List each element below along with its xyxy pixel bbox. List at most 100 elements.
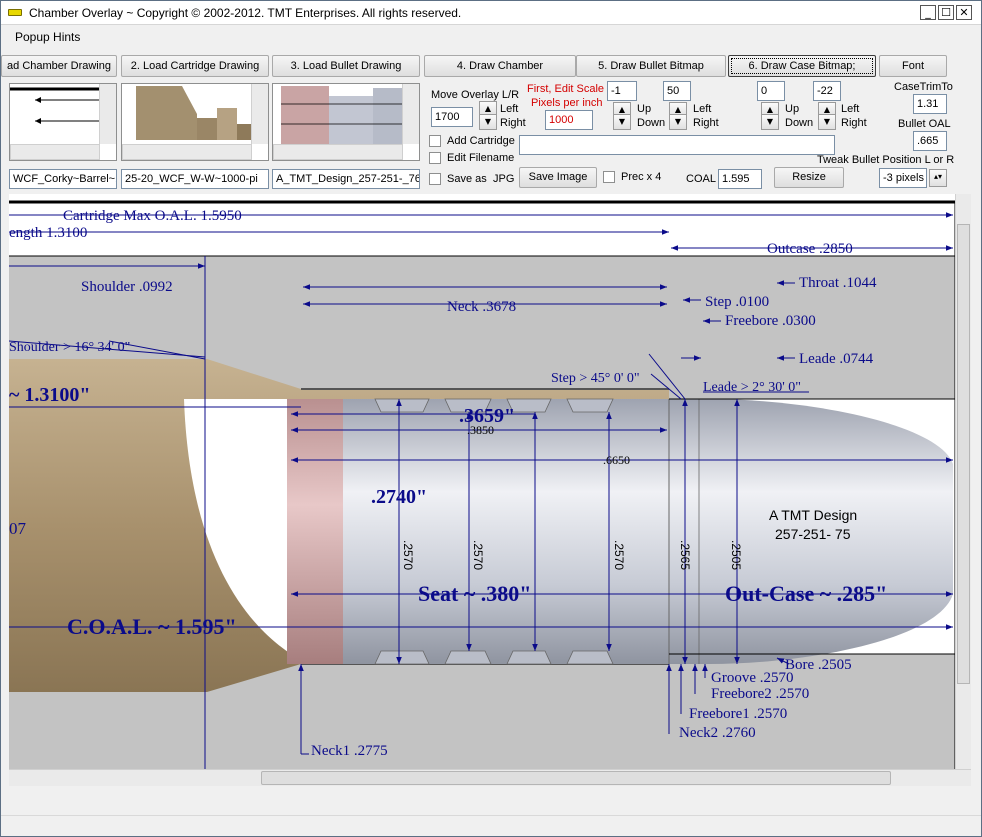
diam-2505: .2505 [729,540,743,570]
minimize-button[interactable]: _ [920,5,936,20]
bullet-oal-label: Bullet OAL [898,118,951,130]
move-right-label: Right [500,117,526,129]
bullet-thumbnail[interactable] [272,83,420,161]
diam-2570-a: .2570 [401,540,415,570]
offset-field-a[interactable]: -1 [607,81,637,101]
window-title: Chamber Overlay ~ Copyright © 2002-2012.… [29,6,462,20]
diam-2570-b: .2570 [471,540,485,570]
cartridge-preview-image [122,84,268,160]
bullet-grease-grooves [374,398,614,665]
scale-input[interactable]: 1000 [545,110,593,130]
case-down-label: Down [785,117,814,129]
dim-6650-label: .6650 [603,453,630,467]
save-as-label: Save as [447,173,487,185]
overlay-drawing: Cartridge Max O.A.L. 1.5950 ength 1.3100… [9,194,971,769]
diam-2570-c: .2570 [612,540,626,570]
tweak-spin-icon[interactable]: ▴▾ [929,169,947,187]
menu-popup-hints[interactable]: Popup Hints [15,30,81,44]
canvas-hscroll[interactable] [9,769,971,786]
case-length-label: ~ 1.3100" [9,384,91,406]
offset-field-c[interactable]: 0 [757,81,785,101]
edit-filename-checkbox[interactable] [429,152,441,164]
shoulder-label: Shoulder .0992 [81,279,173,295]
drawing-canvas[interactable]: Cartridge Max O.A.L. 1.5950 ength 1.3100… [9,194,971,769]
offset-field-b[interactable]: 50 [663,81,691,101]
up-label: Up [637,103,652,115]
case-left-label: Left [841,103,860,115]
left-cut-label: 07 [9,519,27,538]
groove-label: Groove .2570 [711,670,794,686]
leade-label: Leade .0744 [799,351,874,367]
throat-label: Throat .1044 [799,275,877,291]
canvas-hscroll-thumb[interactable] [261,771,891,785]
coal-label: COAL [686,173,716,185]
save-image-button[interactable]: Save Image [519,167,597,188]
add-cartridge-label: Add Cartridge [447,135,515,147]
freebore2-label: Freebore2 .2570 [711,686,809,702]
case-right-arrow-icon[interactable]: ▼ [818,114,836,130]
down-arrow-icon[interactable]: ▼ [613,114,631,130]
load-cartridge-button[interactable]: 2. Load Cartridge Drawing [121,55,269,77]
tweak-input[interactable]: -3 pixels [879,168,927,188]
right-arrow-icon[interactable]: ▼ [669,114,687,130]
canvas-vscroll-thumb[interactable] [957,224,970,684]
case-right-label: Right [841,117,867,129]
font-button[interactable]: Font [879,55,947,77]
freebore-label: Freebore .0300 [725,313,816,329]
tweak-label: Tweak Bullet Position L or R [817,154,955,166]
move-overlay-input[interactable]: 1700 [431,107,473,127]
case-down-arrow-icon[interactable]: ▼ [761,114,779,130]
jpg-label: JPG [493,173,515,185]
cartridge-thumb-vscroll[interactable] [251,84,268,144]
case-trim-label: CaseTrimTo [894,81,953,93]
dim-3850-label: .3850 [467,423,494,437]
cartridge-filename[interactable]: 25-20_WCF_W-W~1000-pi [121,169,269,189]
resize-button[interactable]: Resize [774,167,844,188]
chamber-thumb-hscroll[interactable] [10,144,100,160]
case-trim-input[interactable]: 1.31 [913,94,947,114]
bullet-oal-input[interactable]: .665 [913,131,947,151]
move-overlay-label: Move Overlay L/R [431,89,520,101]
move-right-arrow-icon[interactable]: ▼ [479,114,497,130]
bullet-thumb-vscroll[interactable] [402,84,419,144]
app-icon [8,9,22,16]
prec-checkbox[interactable] [603,171,615,183]
scale-hint-2: Pixels per inch [531,97,603,109]
draw-bullet-bitmap-button[interactable]: 5. Draw Bullet Bitmap [576,55,726,77]
step-label: Step .0100 [705,294,769,310]
close-button[interactable]: ✕ [956,5,972,20]
load-bullet-button[interactable]: 3. Load Bullet Drawing [272,55,420,77]
draw-case-bitmap-button[interactable]: 6. Draw Case Bitmap; [728,55,876,77]
case-up-label: Up [785,103,800,115]
save-as-jpg-checkbox[interactable] [429,173,441,185]
scale-hint-1: First, Edit Scale [527,83,605,95]
offset-field-d[interactable]: -22 [813,81,841,101]
filename-input[interactable] [519,135,835,155]
down-label: Down [637,117,666,129]
bore-label: Bore .2505 [785,657,852,673]
chamber-thumbnail[interactable] [9,83,117,161]
bullet-thumb-hscroll[interactable] [273,144,403,160]
chamber-thumb-vscroll[interactable] [99,84,116,144]
dim-3659-label: .3659" [459,405,515,427]
cartridge-thumb-hscroll[interactable] [122,144,252,160]
case-interior [184,399,299,659]
move-left-label: Left [500,103,519,115]
coal-input[interactable]: 1.595 [718,169,762,189]
bullet-filename[interactable]: A_TMT_Design_257-251-_76- [272,169,420,189]
length-label: ength 1.3100 [9,225,87,241]
canvas-vscroll[interactable] [955,194,971,769]
right-label: Right [693,117,719,129]
status-bar [1,815,981,836]
cartridge-thumbnail[interactable] [121,83,269,161]
chamber-filename[interactable]: WCF_Corky~Barrel~10 [9,169,117,189]
draw-chamber-button[interactable]: 4. Draw Chamber [424,55,576,77]
maximize-button[interactable]: ☐ [938,5,954,20]
bullet-heel [287,399,343,664]
neck1-label: Neck1 .2775 [311,743,388,759]
add-cartridge-checkbox[interactable] [429,135,441,147]
freebore1-label: Freebore1 .2570 [689,706,787,722]
bullet-name-line1: A TMT Design [769,507,857,523]
bullet-bearing-body [343,399,669,664]
load-chamber-button[interactable]: ad Chamber Drawing [1,55,117,77]
